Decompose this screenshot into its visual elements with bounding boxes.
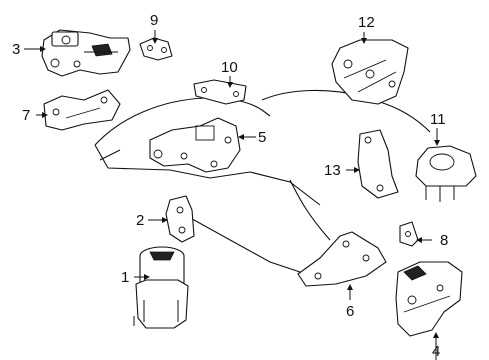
part-10-bracket xyxy=(193,79,247,105)
part-11-mount xyxy=(415,145,477,202)
callout-6: 6 xyxy=(346,303,354,320)
callout-8: 8 xyxy=(440,232,448,249)
part-13-bracket xyxy=(357,129,399,199)
part-8-bracket xyxy=(399,221,419,247)
part-4-mount xyxy=(395,261,463,337)
part-3-mount xyxy=(41,29,131,77)
callout-10: 10 xyxy=(221,59,238,76)
part-7-bracket xyxy=(43,89,121,131)
callout-7: 7 xyxy=(22,107,30,124)
part-1-mount xyxy=(133,246,189,329)
leaders xyxy=(24,30,440,360)
callout-5: 5 xyxy=(258,129,266,146)
part-2-bracket xyxy=(165,195,195,243)
callout-2: 2 xyxy=(136,212,144,229)
callout-1: 1 xyxy=(121,269,129,286)
part-12-mount xyxy=(331,39,409,105)
callout-9: 9 xyxy=(150,12,158,29)
callout-13: 13 xyxy=(324,162,341,179)
callout-4: 4 xyxy=(432,343,440,360)
part-5-mount xyxy=(149,117,241,173)
part-6-bracket xyxy=(297,231,387,287)
callout-labels: 3 9 12 10 7 5 11 13 2 1 6 8 4 xyxy=(12,12,448,360)
callout-3: 3 xyxy=(12,41,20,58)
callout-11: 11 xyxy=(430,111,446,128)
callout-12: 12 xyxy=(358,14,375,31)
